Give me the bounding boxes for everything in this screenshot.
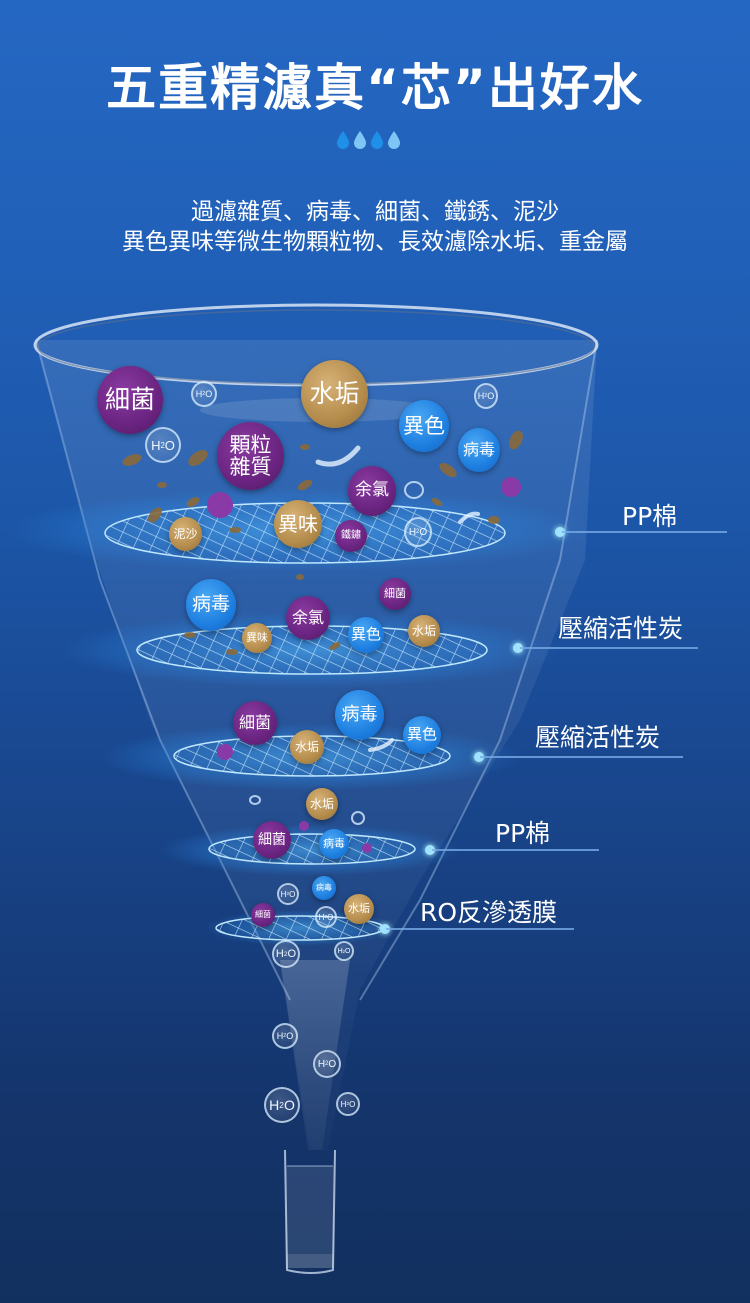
layer-marker-dot: [425, 845, 435, 855]
contaminant-bubble: 病毒: [186, 579, 236, 631]
bubble-line: 雜質: [229, 455, 272, 479]
layer-leader-line: [386, 928, 574, 930]
contaminant-bubble: 異色: [403, 716, 441, 754]
contaminant-bubble: 鐵鏽: [335, 520, 367, 552]
contaminant-bubble: 病毒: [312, 876, 336, 900]
filter-mesh: [208, 833, 416, 865]
contaminant-bubble: 水垢: [344, 894, 374, 924]
page-title: 五重精濾真“芯”出好水: [106, 59, 644, 117]
contaminant-bubble: 病毒: [458, 428, 500, 472]
subtitle-line-1: 過濾雜質、病毒、細菌、鐵銹、泥沙: [191, 199, 559, 225]
contaminant-bubble: 顆粒 雜質: [217, 422, 284, 490]
contaminant-bubble: 細菌: [379, 578, 411, 610]
drop-icon: [388, 131, 400, 149]
funnel-right-edge: [359, 339, 598, 1001]
layer-label-carbon-2: 壓縮活性炭: [535, 723, 661, 752]
drop-icon: [337, 131, 349, 149]
contaminant-bubble: 水垢: [306, 788, 338, 820]
contaminant-bubble: 細菌: [97, 366, 163, 434]
virus-particles: [207, 477, 521, 853]
layer-marker-dot: [513, 643, 523, 653]
layer-leader-line: [562, 531, 727, 533]
subtitle-line-2: 異色異味等微生物顆粒物、長效濾除水垢、重金屬: [122, 229, 628, 255]
drop-icon: [354, 131, 366, 149]
contaminant-bubble: 細菌: [253, 821, 291, 859]
contaminant-bubble: 異味: [242, 623, 272, 653]
layer-leader-line: [520, 647, 698, 649]
water-glass: [284, 1149, 336, 1274]
microbe-shapes: [315, 445, 480, 752]
water-drops-icon: [336, 130, 416, 152]
contaminant-bubble: 余氯: [348, 466, 396, 516]
contaminant-bubble: 細菌: [233, 701, 277, 745]
contaminant-bubble: 水垢: [301, 360, 368, 428]
contaminant-bubble: 余氯: [286, 596, 330, 640]
contaminant-bubble: 異色: [348, 617, 384, 653]
layer-label-pp-1: PP棉: [622, 502, 678, 531]
layer-marker-dot: [555, 527, 565, 537]
layer-marker-dot: [474, 752, 484, 762]
contaminant-bubble: 水垢: [290, 730, 324, 764]
debris-particles: [122, 430, 523, 655]
contaminant-bubble: 病毒: [335, 690, 384, 740]
contaminant-bubble: 細菌: [251, 903, 275, 927]
contaminant-bubble: 泥沙: [169, 517, 202, 551]
layer-leader-line: [480, 756, 683, 758]
ring-microbes: [249, 481, 424, 825]
bubble-line: 顆粒: [229, 432, 272, 457]
layer-label-carbon-1: 壓縮活性炭: [558, 614, 684, 643]
contaminant-bubble: 病毒: [319, 829, 349, 859]
contaminant-bubble: 異味: [274, 500, 322, 548]
layer-marker-dot: [380, 924, 390, 934]
layer-label-ro: RO反滲透膜: [420, 898, 558, 927]
drop-icon: [371, 131, 383, 149]
layer-leader-line: [432, 849, 599, 851]
layer-label-pp-2: PP棉: [495, 819, 551, 848]
contaminant-bubble: 水垢: [408, 615, 440, 647]
contaminant-bubble: 異色: [399, 400, 449, 452]
